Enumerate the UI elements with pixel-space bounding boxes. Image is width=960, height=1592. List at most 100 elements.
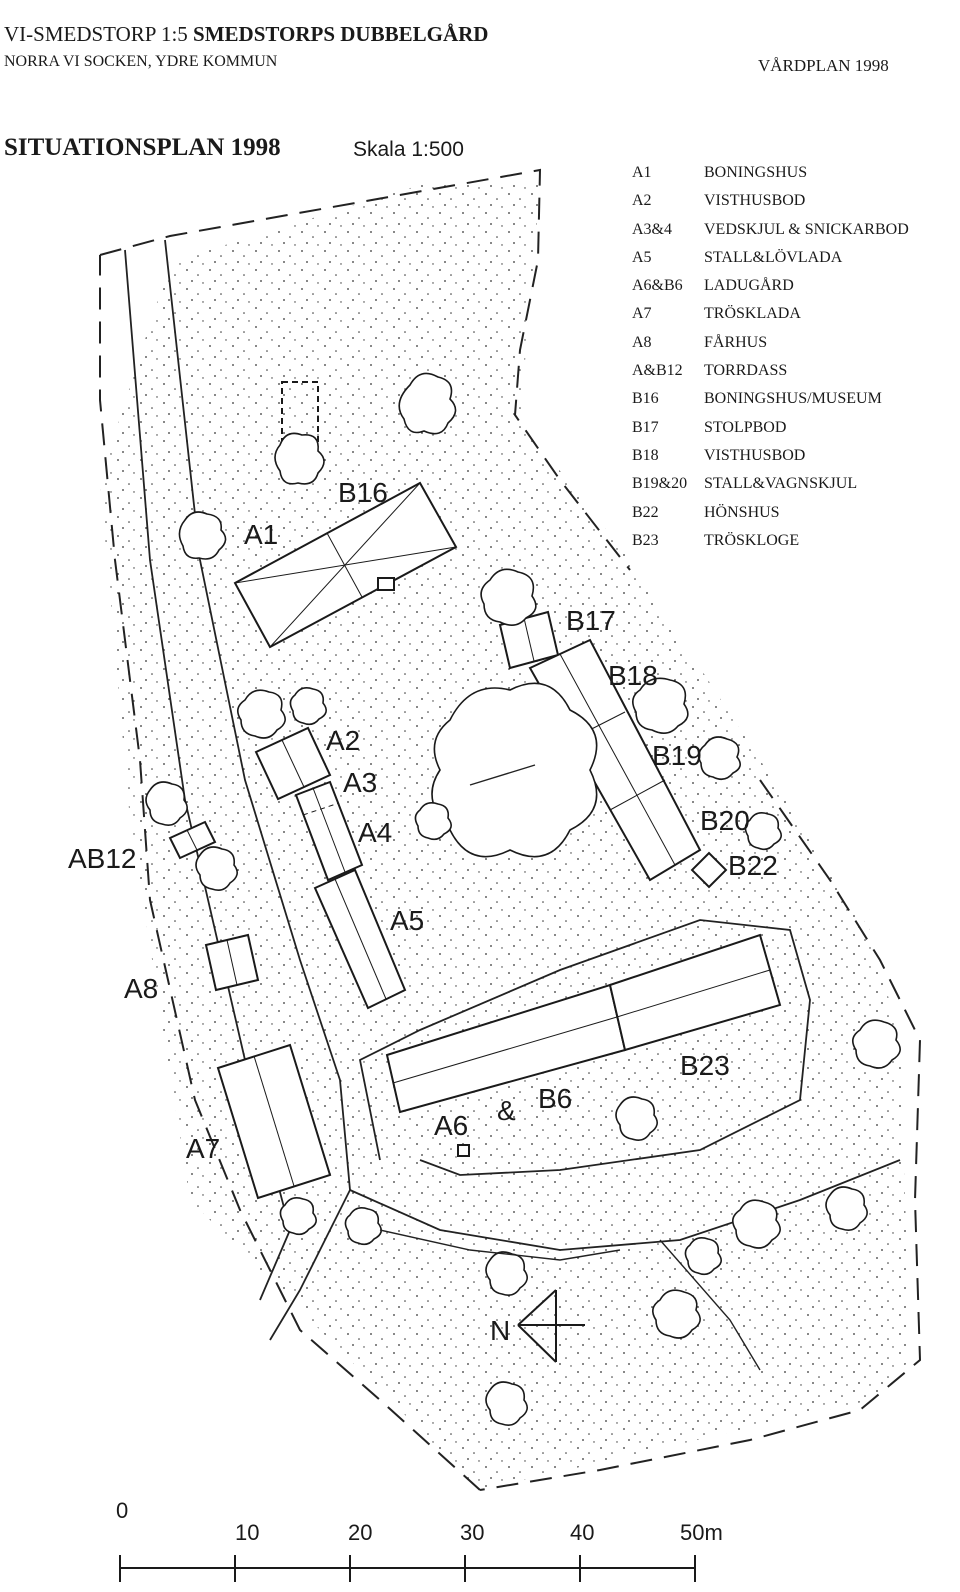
- plan-title: SITUATIONSPLAN 1998: [4, 134, 281, 161]
- legend-row: A8 FÅRHUS: [632, 334, 909, 362]
- tree: [684, 1237, 722, 1276]
- legend-code: A6&B6: [632, 277, 683, 295]
- building-b22: [690, 851, 728, 889]
- label-b16: B16: [338, 477, 388, 508]
- buildings: [168, 381, 782, 1200]
- label-a5: A5: [390, 905, 424, 936]
- building-a5: [313, 868, 407, 1010]
- legend-code: B18: [632, 446, 659, 464]
- scale-tick-label: 10: [235, 1520, 259, 1545]
- tree: [237, 689, 286, 739]
- legend-row: B16 BONINGSHUS/MUSEUM: [632, 390, 909, 418]
- legend-name: STOLPBOD: [704, 418, 787, 436]
- legend-name: FÅRHUS: [704, 333, 768, 351]
- legend-code: A&B12: [632, 362, 683, 380]
- label-b19: B19: [652, 740, 702, 771]
- label-a3: A3: [343, 767, 377, 798]
- building-a2: [254, 726, 332, 801]
- tree: [732, 1199, 781, 1249]
- legend-row: B18 VISTHUSBOD: [632, 447, 909, 475]
- tree: [344, 1207, 382, 1246]
- plan-scale: Skala 1:500: [353, 138, 464, 161]
- legend-code: A5: [632, 248, 652, 266]
- tree: [652, 1289, 701, 1339]
- tree: [398, 372, 457, 435]
- road: [124, 239, 901, 1341]
- label-b20: B20: [700, 805, 750, 836]
- tree: [289, 687, 327, 726]
- legend-code: A2: [632, 192, 652, 210]
- legend-row: A2 VISTHUSBOD: [632, 192, 909, 220]
- legend-code: A1: [632, 164, 652, 181]
- label-a8: A8: [124, 973, 158, 1004]
- label-a2: A2: [326, 725, 360, 756]
- legend-row: A1 BONINGSHUS: [632, 164, 909, 192]
- legend-code: B19&20: [632, 475, 688, 493]
- legend-name: VISTHUSBOD: [704, 192, 806, 210]
- legend-name: BONINGSHUS/MUSEUM: [704, 390, 882, 408]
- tree: [480, 568, 537, 626]
- legend-row: B22 HÖNSHUS: [632, 504, 909, 532]
- tree: [274, 432, 325, 485]
- legend-name: HÖNSHUS: [704, 503, 780, 521]
- legend-code: B16: [632, 390, 659, 408]
- legend-row: A6&B6 LADUGÅRD: [632, 277, 909, 305]
- building-b23: [608, 933, 782, 1052]
- header-farm-name: SMEDSTORPS DUBBELGÅRD: [193, 22, 489, 46]
- label-b17: B17: [566, 605, 616, 636]
- label-north: N: [490, 1315, 510, 1346]
- tree: [414, 802, 452, 841]
- tree: [615, 1096, 658, 1141]
- tree: [825, 1186, 868, 1231]
- legend-name: LADUGÅRD: [704, 277, 794, 295]
- legend-name: TRÖSKLADA: [704, 305, 801, 323]
- legend-name: VISTHUSBOD: [704, 446, 806, 464]
- legend-code: A8: [632, 333, 652, 351]
- label-a4: A4: [358, 817, 392, 848]
- label-b22: B22: [728, 850, 778, 881]
- tree: [145, 781, 188, 826]
- building-b18-b19-b20: [528, 638, 702, 882]
- label-a1: A1: [244, 519, 278, 550]
- label-ampersand: &: [497, 1095, 516, 1126]
- building-a3-a4: [294, 780, 364, 882]
- tree: [632, 677, 689, 734]
- legend-name: STALL&VAGNSKJUL: [704, 475, 858, 493]
- legend-name: BONINGSHUS: [704, 164, 808, 181]
- small-structure: [377, 577, 395, 591]
- header-title: VI-SMEDSTORP 1:5 SMEDSTORPS DUBBELGÅRD: [4, 22, 488, 47]
- north-arrow: [517, 1289, 585, 1363]
- header-parish: NORRA VI SOCKEN, YDRE KOMMUN: [4, 53, 278, 70]
- label-b6: B6: [538, 1083, 572, 1114]
- label-a7: A7: [186, 1133, 220, 1164]
- tree: [178, 511, 227, 560]
- legend-code: B23: [632, 531, 659, 549]
- tree: [485, 1381, 528, 1426]
- tree: [852, 1019, 901, 1069]
- map-labels: B16 A1 B17 B18 B19 B20 B22 A2 A3 A4 A5 A…: [68, 477, 778, 1346]
- small-structure: [457, 1144, 470, 1157]
- tree: [744, 812, 782, 851]
- building-a8: [204, 933, 260, 992]
- legend-row: B19&20 STALL&VAGNSKJUL: [632, 475, 909, 503]
- legend-code: B22: [632, 503, 659, 521]
- label-b18: B18: [608, 660, 658, 691]
- legend-row: B23 TRÖSKLOGE: [632, 532, 909, 560]
- header-place: VI-SMEDSTORP 1:5: [4, 22, 188, 46]
- legend-row: A&B12 TORRDASS: [632, 362, 909, 390]
- header-plan: VÅRDPLAN 1998: [758, 56, 889, 75]
- legend-name: TRÖSKLOGE: [704, 531, 800, 549]
- building-ab12: [168, 820, 217, 860]
- legend-name: TORRDASS: [704, 362, 788, 380]
- fences: [379, 764, 761, 1371]
- scale-tick-label: 0: [116, 1498, 128, 1523]
- scale-tick-label: 50m: [680, 1520, 723, 1545]
- label-b23: B23: [680, 1050, 730, 1081]
- scale-tick-label: 30: [460, 1520, 484, 1545]
